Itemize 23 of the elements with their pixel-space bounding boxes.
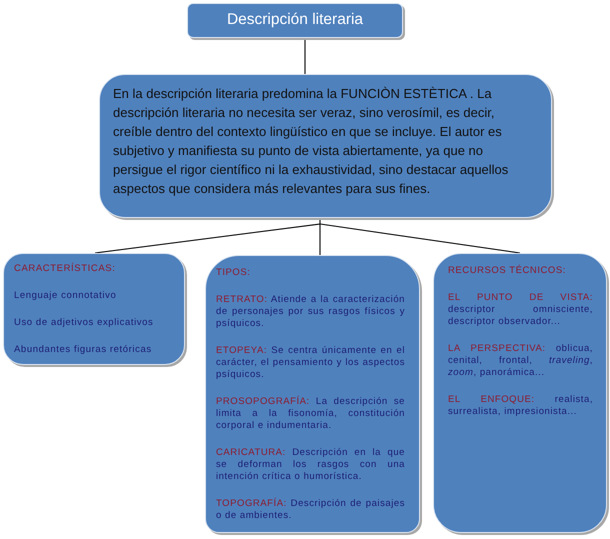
section-heading: TIPOS: [216,267,252,279]
list-item: Lenguaje connotativo [14,290,118,302]
title-text: Descripción literaria [226,11,364,29]
section-heading: RECURSOS TÉCNICOS: [448,265,567,277]
connector-line [320,218,520,254]
rounded-box [433,253,607,533]
paragraph: TOPOGRAFÍA: Descripción de paisajes o de ambientes. [216,498,405,522]
list-item: Uso de adjetivos explicativos [14,317,154,329]
rounded-box [205,255,420,533]
section-heading: CARACTERÍSTICAS: [14,263,116,275]
paragraph: ETOPEYA: Se centra únicamente en el carácter, el pensamiento y los aspectos psíquicos. [216,345,405,381]
rounded-box [99,74,552,218]
paragraph: CARICATURA: Descripción en la que se deforman los rasgos con una intención crítica o humorística. [216,447,405,483]
connector-line [304,38,306,74]
paragraph: EL ENFOQUE: realista, surrealista, impresionista... [448,394,593,418]
list-item: Abundantes figuras retóricas [14,344,153,356]
paragraph: En la descripción literaria predomina la FUNCIÒN ESTÈTICA . La descripción literaria no necesita ser veraz, sino verosímil, es decir, creíble dentro del contexto lingüístico en que se incluye. El autor es subjetivo y manifiesta su punto de vista abiertamente, ya que no persigue el rigor científico ni la exhaustividad, sino destacar aquellos aspectos que considera más relevantes para sus fines. [113,85,510,198]
paragraph: LA PERSPECTIVA: oblicua, cenital, frontal, traveling, zoom, panorámica... [448,343,593,379]
paragraph: PROSOPOGRAFÍA: La descripción se limita a la fisonomía, constitución corporal e indumentaria. [216,396,405,432]
rounded-box [3,253,185,365]
title-box [187,3,403,38]
paragraph: RETRATO: Atiende a la caracterización de personajes por sus rasgos físicos y psíquicos. [216,294,405,330]
paragraph: EL PUNTO DE VISTA: descriptor omnisciente, descriptor observador... [448,292,593,328]
